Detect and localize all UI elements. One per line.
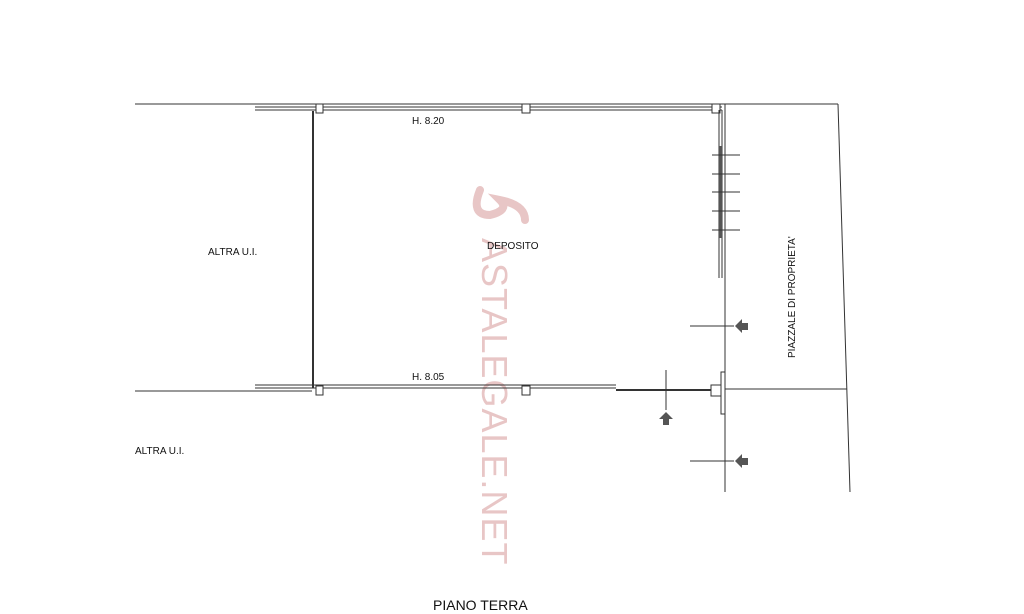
neighbor-label-upper: ALTRA U.I.: [208, 247, 257, 258]
arrow-up-icon: [659, 412, 673, 425]
room-label: DEPOSITO: [487, 241, 539, 252]
height-label-bottom: H. 8.05: [412, 372, 445, 383]
height-label-top: H. 8.20: [412, 116, 445, 127]
watermark-logo-icon: [472, 186, 529, 224]
watermark-text: ASTALEGALE.NET: [474, 238, 515, 565]
neighbor-label-lower: ALTRA U.I.: [135, 446, 184, 457]
yard-edge: [837, 103, 851, 493]
yard-label: PIAZZALE DI PROPRIETA': [787, 236, 798, 358]
arrow-left-icon: [735, 319, 748, 333]
watermark: ASTALEGALE.NET: [472, 186, 529, 565]
section-arrows: [659, 319, 748, 468]
arrow-left-icon: [735, 454, 748, 468]
floor-title: PIANO TERRA: [433, 597, 528, 613]
